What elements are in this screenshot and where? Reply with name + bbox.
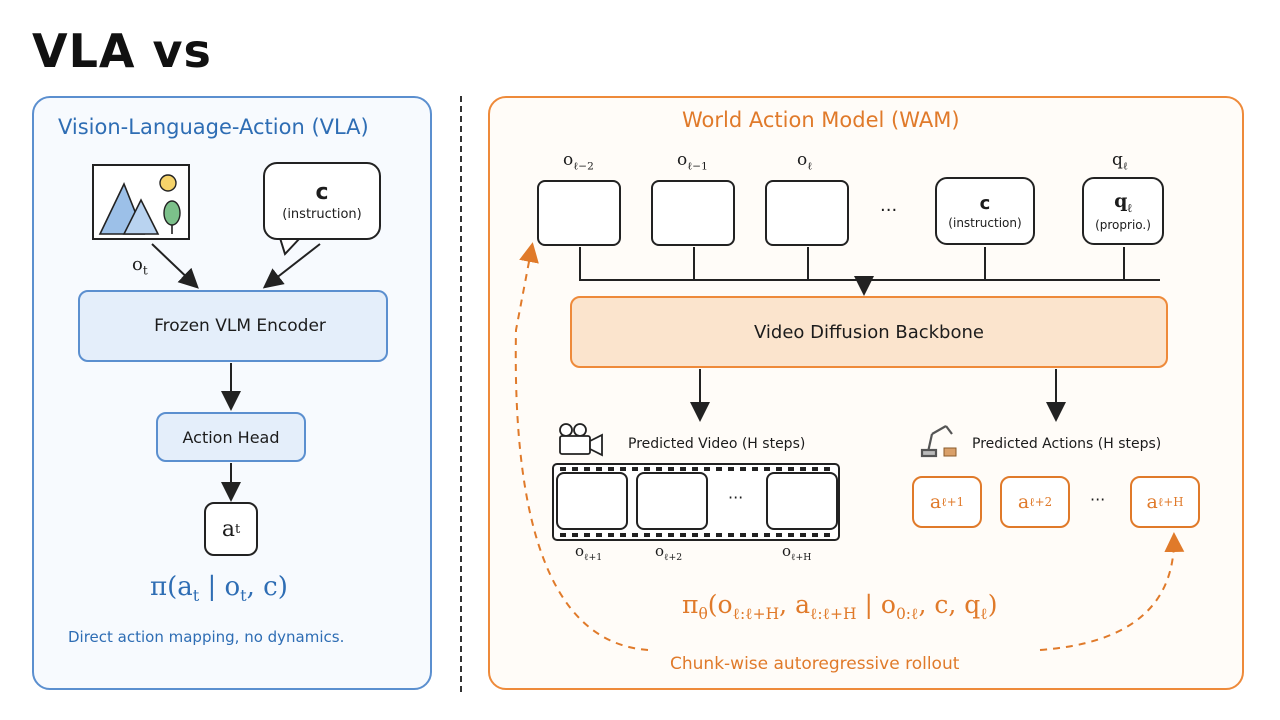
film-perforation — [560, 467, 566, 471]
proprio-symbol: qℓ — [1114, 190, 1132, 215]
instruction-symbol: c — [315, 180, 329, 205]
wam-policy-formula: πθ(oℓ:ℓ+H, aℓ:ℓ+H | o0:ℓ, c, qℓ) — [682, 590, 998, 623]
video-diffusion-backbone: Video Diffusion Backbone — [570, 296, 1168, 368]
film-perforation — [572, 533, 578, 537]
vla-policy-formula: π(at | ot, c) — [150, 572, 288, 606]
frozen-vlm-encoder: Frozen VLM Encoder — [78, 290, 388, 362]
encoder-label: Frozen VLM Encoder — [154, 316, 326, 336]
wam-obs-label: oℓ — [797, 150, 813, 173]
film-perforation — [596, 467, 602, 471]
robot-arm-icon — [920, 425, 957, 458]
vla-observation-label: ot — [132, 254, 148, 278]
film-perforation — [704, 467, 710, 471]
film-perforation — [740, 533, 746, 537]
film-perforation — [632, 533, 638, 537]
film-perforation — [728, 533, 734, 537]
film-perforation — [692, 533, 698, 537]
predicted-video-frame — [556, 472, 628, 530]
predicted-frame-label: oℓ+2 — [655, 542, 683, 563]
film-perforation — [608, 533, 614, 537]
instruction-text: (instruction) — [282, 207, 362, 222]
film-perforation — [656, 533, 662, 537]
wam-obs-ellipsis: ··· — [880, 200, 898, 221]
film-perforation — [776, 467, 782, 471]
film-perforation — [752, 533, 758, 537]
action-head: Action Head — [156, 412, 306, 462]
predicted-video-frame — [636, 472, 708, 530]
film-perforation — [692, 467, 698, 471]
film-perforation — [584, 467, 590, 471]
film-perforation — [800, 467, 806, 471]
film-perforation — [776, 533, 782, 537]
film-perforation — [572, 467, 578, 471]
film-perforation — [788, 467, 794, 471]
film-perforation — [620, 467, 626, 471]
camera-icon — [559, 423, 603, 457]
film-perforation — [764, 533, 770, 537]
wam-panel-title: World Action Model (WAM) — [682, 108, 960, 132]
wam-proprio-label: qℓ — [1112, 150, 1128, 173]
landscape-image-icon — [92, 164, 190, 240]
wam-obs-label: oℓ−2 — [563, 150, 594, 173]
predicted-video-frame — [766, 472, 838, 530]
panel-divider — [460, 96, 462, 692]
wam-observation-frame — [651, 180, 735, 246]
film-perforation — [620, 533, 626, 537]
film-perforation — [812, 533, 818, 537]
film-perforation — [644, 467, 650, 471]
film-perforation — [752, 467, 758, 471]
film-perforation — [656, 467, 662, 471]
film-perforation — [680, 467, 686, 471]
instruction-symbol: c — [979, 192, 991, 214]
video-frames-ellipsis: ··· — [728, 488, 744, 507]
instruction-text: (instruction) — [948, 215, 1022, 230]
film-perforation — [584, 533, 590, 537]
predicted-frame-label: oℓ+H — [782, 542, 812, 563]
film-perforation — [764, 467, 770, 471]
film-perforation — [668, 467, 674, 471]
film-perforation — [704, 533, 710, 537]
film-perforation — [680, 533, 686, 537]
film-perforation — [740, 467, 746, 471]
vla-instruction-bubble: c (instruction) — [263, 162, 381, 240]
vla-caption: Direct action mapping, no dynamics. — [68, 628, 345, 646]
film-perforation — [812, 467, 818, 471]
predicted-actions-label: Predicted Actions (H steps) — [972, 436, 1162, 452]
wam-instruction-bubble: c (instruction) — [935, 177, 1035, 245]
film-perforation — [716, 467, 722, 471]
film-perforation — [668, 533, 674, 537]
page-title: VLA vs — [32, 24, 212, 78]
film-perforation — [800, 533, 806, 537]
film-perforation — [788, 533, 794, 537]
wam-observation-frame — [765, 180, 849, 246]
action-boxes-ellipsis: ··· — [1090, 490, 1106, 509]
film-perforation — [644, 533, 650, 537]
proprio-text: (proprio.) — [1095, 217, 1151, 232]
vla-panel-title: Vision-Language-Action (VLA) — [58, 115, 369, 139]
wam-observation-frame — [537, 180, 621, 246]
film-perforation — [824, 467, 830, 471]
film-perforation — [632, 467, 638, 471]
film-perforation — [716, 533, 722, 537]
action-head-label: Action Head — [182, 427, 280, 447]
wam-caption: Chunk-wise autoregressive rollout — [670, 654, 960, 674]
film-perforation — [560, 533, 566, 537]
film-perforation — [596, 533, 602, 537]
predicted-video-label: Predicted Video (H steps) — [628, 436, 806, 452]
backbone-label: Video Diffusion Backbone — [754, 321, 984, 343]
wam-obs-label: oℓ−1 — [677, 150, 708, 173]
film-perforation — [728, 467, 734, 471]
predicted-frame-label: oℓ+1 — [575, 542, 603, 563]
film-perforation — [608, 467, 614, 471]
film-perforation — [824, 533, 830, 537]
wam-proprio-box: qℓ (proprio.) — [1082, 177, 1164, 245]
